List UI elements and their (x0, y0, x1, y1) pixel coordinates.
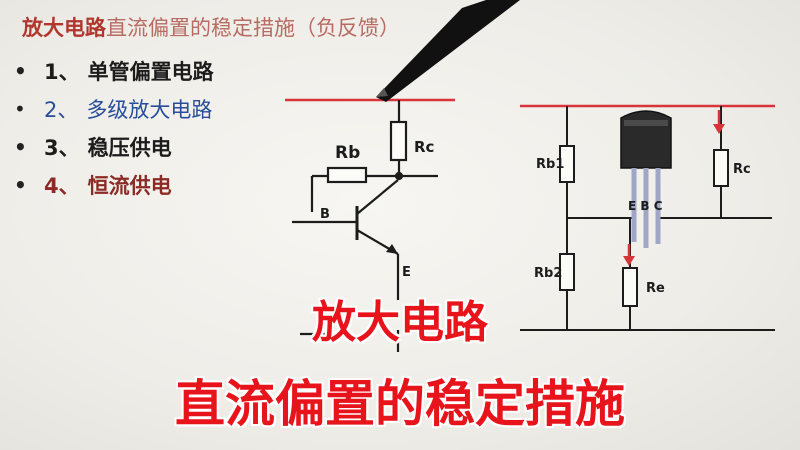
ebc-pin-labels: E B C (628, 199, 663, 213)
transistor-body-highlight (624, 120, 668, 126)
overlay-caption-line1: 放大电路 (312, 297, 488, 348)
overlay-caption-line2: 直流偏置的稳定措施 (175, 375, 625, 433)
slide-heading: 放大电路直流偏置的稳定措施（负反馈） (22, 12, 400, 42)
rb-resistor-left (326, 166, 368, 184)
rc-label-left: Rc (414, 138, 434, 156)
b-label-left: B (320, 207, 330, 222)
e-label-left: E (402, 265, 411, 280)
rc-resistor-right (713, 149, 729, 187)
list-item-number: 4、 (44, 174, 80, 198)
rc-resistor-left (389, 120, 408, 162)
pen-icon (376, 0, 520, 102)
bullet-list: • 1、 单管偏置电路 • 2、 多级放大电路 • 3、 稳压供电 • 4、 恒… (14, 52, 214, 204)
list-item-number: 2、 (44, 98, 79, 122)
current-arrows (623, 110, 725, 266)
transistor-body (620, 110, 672, 169)
bullet-dot: • (14, 59, 27, 83)
collector-node (394, 171, 404, 181)
list-item-text: 稳压供电 (87, 136, 172, 160)
left-circuit (285, 98, 455, 352)
to92-transistor (620, 110, 672, 248)
list-item-text: 单管偏置电路 (87, 60, 214, 84)
list-item-text: 恒流供电 (87, 174, 172, 198)
list-item: • 3、 稳压供电 (14, 128, 214, 166)
transistor-collector-leg (356, 179, 399, 215)
heading-part1: 放大电路 (22, 16, 106, 40)
bullet-dot: • (14, 97, 26, 121)
re-label: Re (646, 281, 665, 296)
rc-label-right: Rc (733, 162, 751, 177)
list-item: • 2、 多级放大电路 (14, 90, 214, 128)
emitter-arrow-icon (386, 244, 398, 254)
list-item-text: 多级放大电路 (86, 98, 213, 122)
re-current-arrow-icon (623, 256, 635, 266)
list-item: • 4、 恒流供电 (14, 166, 214, 204)
heading-part2: 直流偏置的稳定措施（负反馈） (106, 16, 400, 40)
list-item: • 1、 单管偏置电路 (14, 52, 214, 90)
list-item-number: 3、 (44, 136, 80, 160)
right-circuit (520, 104, 775, 331)
rb2-label: Rb2 (534, 266, 562, 281)
rc-current-arrow-icon (713, 124, 725, 134)
rb-label-left: Rb (335, 143, 360, 163)
bullet-dot: • (14, 173, 27, 197)
bullet-dot: • (14, 135, 27, 159)
rb1-label: Rb1 (536, 157, 564, 172)
list-item-number: 1、 (44, 60, 80, 84)
